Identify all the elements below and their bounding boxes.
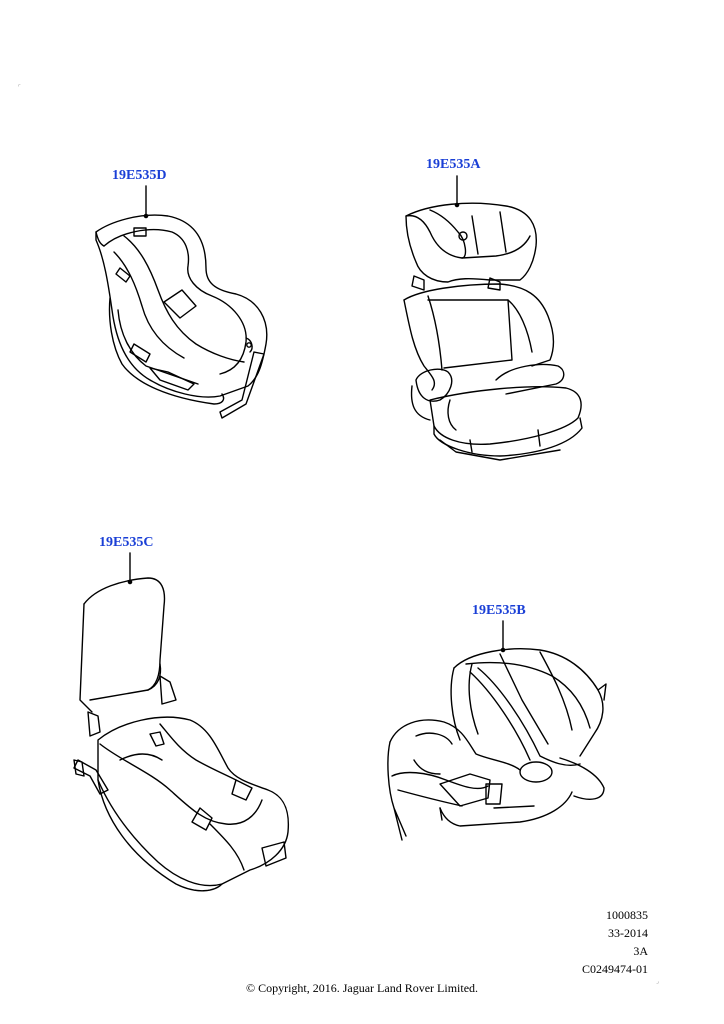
callout-label-19e535d: 19E535D — [112, 168, 167, 183]
booster-base-19e535c-illustration — [73, 552, 290, 892]
reference-line-3: 3A — [633, 944, 648, 958]
infant-carrier-19e535b-illustration — [387, 620, 607, 841]
callout-label-19e535b: 19E535B — [472, 603, 526, 618]
callout-label-19e535c: 19E535C — [99, 535, 154, 550]
booster-seat-19e535a-illustration — [403, 175, 583, 461]
reference-line-1: 1000835 — [606, 908, 648, 922]
crop-mark-bottom-right: ⌟ — [656, 978, 659, 985]
callout-label-19e535a: 19E535A — [426, 157, 481, 172]
copyright-notice: © Copyright, 2016. Jaguar Land Rover Lim… — [245, 981, 479, 995]
child-seat-19e535d-illustration — [95, 185, 268, 419]
reference-line-2: 33-2014 — [608, 926, 648, 940]
reference-line-4: C0249474-01 — [582, 962, 648, 976]
crop-mark-top-left: ⌜ — [18, 84, 21, 91]
reference-block: 1000835 33-2014 3A C0249474-01 — [582, 906, 648, 978]
